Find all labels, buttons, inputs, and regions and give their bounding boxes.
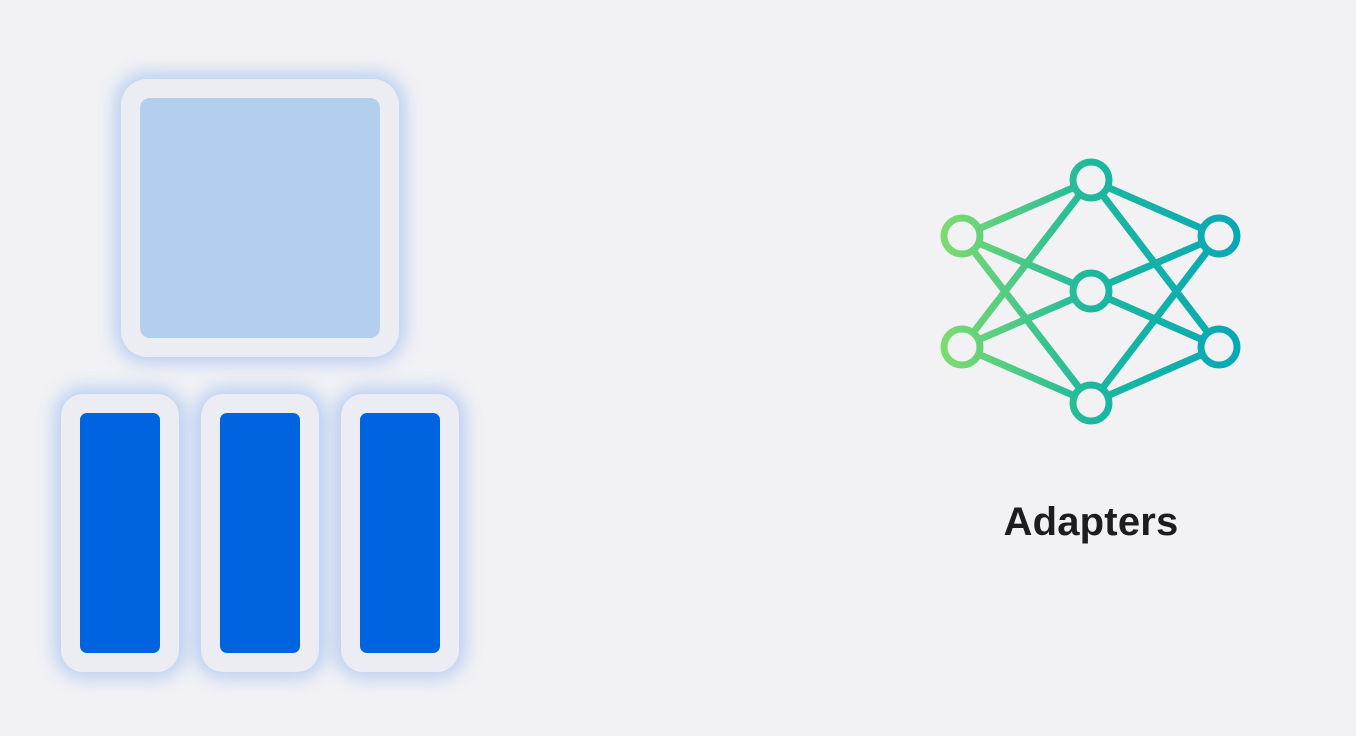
base-model-frame (121, 79, 399, 357)
adapter-slot-block (360, 413, 440, 653)
adapter-slot-block (220, 413, 300, 653)
adapter-slot-frame (201, 394, 319, 672)
neural-network-icon (940, 158, 1241, 425)
adapters-label: Adapters (1003, 500, 1179, 544)
adapter-slot-frame (341, 394, 459, 672)
adapter-slot-frame (61, 394, 179, 672)
base-model-block (140, 98, 380, 338)
adapter-slot-block (80, 413, 160, 653)
